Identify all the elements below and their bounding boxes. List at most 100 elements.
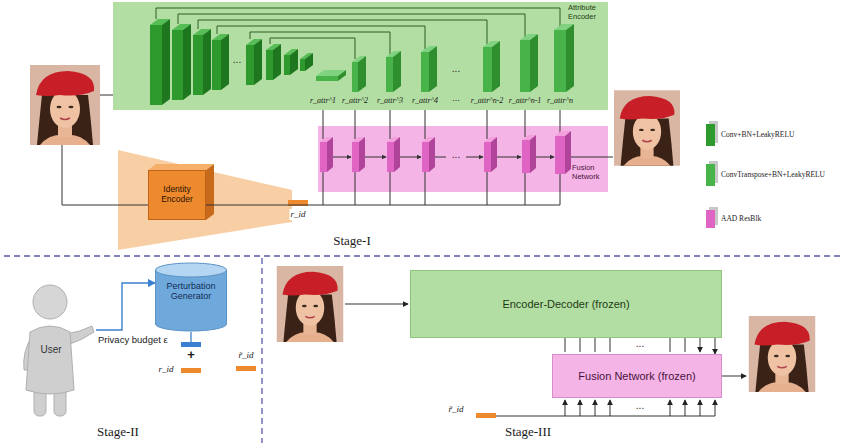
convtranspose-block [421,52,429,92]
node-text: User [12,344,90,356]
text-group: Fusion Network [572,164,608,181]
label: ... [636,338,644,350]
aad-resblk [387,142,394,172]
wire [565,400,566,416]
text-group: Attribute Encoder [568,4,606,21]
aad-resblk [394,137,400,172]
identity-encoder-depth [148,164,214,220]
convtranspose-block [358,56,366,92]
conv-block [183,24,191,100]
wire [571,157,608,158]
convtranspose-block [520,40,530,92]
text-group: Fusion Network (frozen) [553,355,721,397]
aad-resblk [327,137,333,172]
cylinder-shape [156,263,227,277]
node-text: Identity Encoder [152,185,202,205]
node-text: Fusion Network [572,164,608,181]
connector [206,192,323,205]
edge-label: r_id [289,209,306,220]
label: r_attr^n [547,96,573,106]
encoder-decoder-box: Encoder-Decoder (frozen) [410,270,722,338]
node-text: Attribute Encoder [568,4,606,21]
label: r_attr^4 [412,96,438,106]
user-figure-shape [26,326,74,394]
connector [715,338,716,354]
identity-encoder-box: Identity Encoder [148,170,206,220]
fusion-network-box: Fusion Network (frozen) [552,354,722,398]
wire [700,400,701,416]
fusion-network-panel: Fusion Network [318,126,608,192]
conv-block [212,40,221,90]
stage-divider [261,258,262,443]
wire [536,157,554,158]
legend-text: ConvTranspose+BN+LeakyRELU [721,170,825,179]
perturbation-vectors [236,366,256,371]
label: r_attr^2 [342,96,368,106]
legend-swatch [706,164,715,186]
text-group: User [12,344,90,356]
node-text: Fusion Network (frozen) [578,370,695,383]
convtranspose-block [386,57,393,92]
aad-resblk [320,142,327,172]
label: r_attr^1 [310,96,336,106]
conv-block [300,59,305,71]
conv-block [150,19,313,105]
wire [722,376,746,377]
wire [685,400,686,416]
aad-resblk [565,131,571,174]
node-text: Perturbation Generator [155,281,227,302]
aad-resblk [352,142,359,172]
aad-resblk [555,136,565,174]
text-group: Identity Encoder [149,171,205,219]
wire [608,157,613,158]
aad-resblk [491,137,497,172]
legend-swatch [706,210,715,228]
connector [560,110,561,126]
wire [496,416,715,417]
convtranspose-block [316,24,574,92]
label: ... [452,93,460,104]
face-photo [30,65,815,392]
perturbation-vectors [181,342,201,347]
wire [595,400,596,416]
conv-block [150,25,162,105]
wire [715,400,716,416]
convtranspose-block [429,46,437,92]
wire [400,157,421,158]
stage-divider [4,256,840,443]
wire [323,126,608,192]
wire [62,145,148,205]
aad-resblk [422,142,429,172]
skip-connection [156,8,560,27]
cylinder-shape [156,270,227,324]
aad-resblk [359,137,365,172]
convtranspose-block [393,51,401,92]
conv-block [221,34,229,90]
conv-block [162,19,170,105]
wire [333,157,351,158]
face-photo [30,65,100,145]
convtranspose-block [492,41,500,92]
perturbation-vectors [181,332,256,373]
convtranspose-block [483,47,492,92]
label: ... [452,149,460,161]
aad-resblk [320,131,571,174]
conv-block [273,44,281,80]
user-figure: User [12,282,96,420]
label: + [187,347,195,363]
identity-funnel [118,150,292,250]
conv-block [193,35,203,95]
legend-swatch [706,124,715,146]
wire [365,157,386,158]
label: Stage-II [97,424,139,440]
aad-resblk [484,142,491,172]
label: r_attr^n-1 [509,96,542,106]
wire [323,108,525,126]
cylinder-shape [156,270,227,324]
wire [355,192,560,205]
wire [565,338,700,352]
aad-resblk [429,137,435,172]
face-photo [277,266,344,342]
wire [610,400,611,416]
wire [345,304,408,305]
